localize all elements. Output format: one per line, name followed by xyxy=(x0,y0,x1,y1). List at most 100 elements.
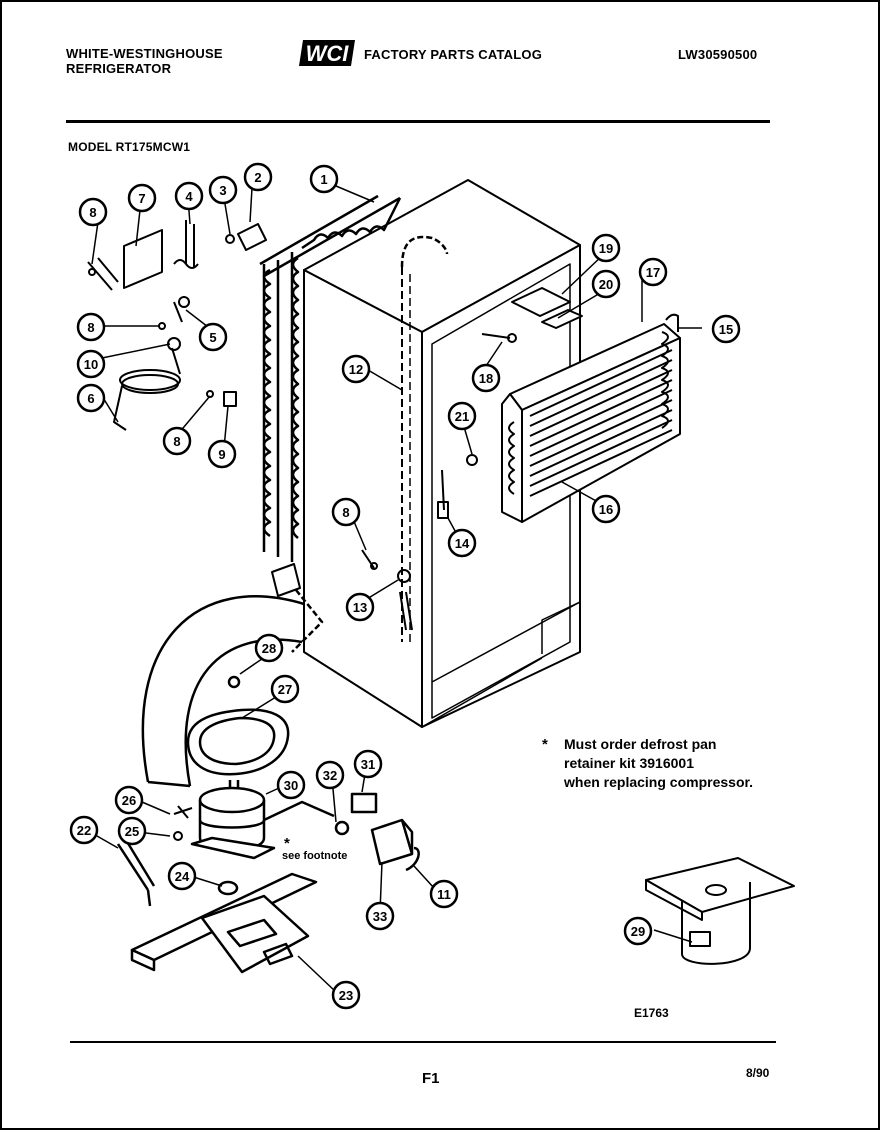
callout-25: 25 xyxy=(117,816,147,846)
callout-8c: 8 xyxy=(162,426,192,456)
page-number: F1 xyxy=(422,1070,440,1087)
svg-text:32: 32 xyxy=(323,768,337,783)
callout-14: 14 xyxy=(447,528,477,558)
drain-trough xyxy=(511,287,583,329)
callout-7: 7 xyxy=(127,183,157,213)
wci-logo: WCI xyxy=(299,40,355,66)
svg-text:1: 1 xyxy=(320,172,327,187)
svg-text:25: 25 xyxy=(125,824,139,839)
svg-text:18: 18 xyxy=(479,371,493,386)
callouts: 1 2 3 4 5 6 7 8 8 8 8 9 10 11 12 13 15 1… xyxy=(69,162,741,1010)
callout-8b: 8 xyxy=(76,312,106,342)
catalog-code: LW30590500 xyxy=(678,47,758,62)
callout-20: 20 xyxy=(591,269,621,299)
svg-text:23: 23 xyxy=(339,988,353,1003)
svg-text:26: 26 xyxy=(122,793,136,808)
relay-parts xyxy=(334,792,420,872)
callout-9: 9 xyxy=(207,439,237,469)
brand-header: WHITE-WESTINGHOUSE REFRIGERATOR xyxy=(66,46,223,76)
callout-11: 11 xyxy=(429,879,459,909)
catalog-title: FACTORY PARTS CATALOG xyxy=(364,47,543,62)
callout-1: 1 xyxy=(309,164,339,194)
callout-16: 16 xyxy=(591,494,621,524)
diagram-reference: E1763 xyxy=(634,1006,669,1020)
see-footnote-label: * see footnote xyxy=(282,835,347,862)
svg-text:9: 9 xyxy=(218,447,225,462)
svg-text:7: 7 xyxy=(138,191,145,206)
revision-date: 8/90 xyxy=(746,1066,770,1080)
svg-text:33: 33 xyxy=(373,909,387,924)
callout-23: 23 xyxy=(331,980,361,1010)
note-star: * xyxy=(542,736,548,753)
callout-21: 21 xyxy=(447,401,477,431)
svg-text:6: 6 xyxy=(87,391,94,406)
brand-line-1: WHITE-WESTINGHOUSE xyxy=(66,46,223,61)
grommet-parts xyxy=(173,805,193,841)
callout-4: 4 xyxy=(174,181,204,211)
callout-8d: 8 xyxy=(331,497,361,527)
svg-text:8: 8 xyxy=(89,205,96,220)
condenser-coil xyxy=(259,194,402,562)
header-rule xyxy=(66,120,770,123)
footnote-star: * xyxy=(284,835,290,852)
footer-rule xyxy=(70,1041,776,1043)
model-label: MODEL RT175MCW1 xyxy=(68,140,191,154)
callout-13: 13 xyxy=(345,592,375,622)
drain-tube xyxy=(400,235,449,268)
logo-text: WCI xyxy=(306,41,350,66)
defrost-pan xyxy=(186,675,290,776)
top-left-parts xyxy=(87,220,267,291)
callout-26: 26 xyxy=(114,785,144,815)
callout-15: 15 xyxy=(711,314,741,344)
callout-17: 17 xyxy=(638,257,668,287)
compressor-note: * Must order defrost pan retainer kit 39… xyxy=(542,735,753,792)
brand-line-2: REFRIGERATOR xyxy=(66,61,172,76)
note-line-1: Must order defrost pan xyxy=(564,736,717,752)
svg-text:14: 14 xyxy=(455,536,470,551)
svg-text:27: 27 xyxy=(278,682,292,697)
svg-text:21: 21 xyxy=(455,409,469,424)
svg-text:8: 8 xyxy=(87,320,94,335)
callout-22: 22 xyxy=(69,815,99,845)
callout-32: 32 xyxy=(315,760,345,790)
callout-19: 19 xyxy=(591,233,621,263)
svg-text:22: 22 xyxy=(77,823,91,838)
svg-text:2: 2 xyxy=(254,170,261,185)
compressor xyxy=(190,780,335,896)
note-line-3: when replacing compressor. xyxy=(564,774,754,790)
svg-text:4: 4 xyxy=(185,189,193,204)
callout-24: 24 xyxy=(167,861,197,891)
svg-text:12: 12 xyxy=(349,362,363,377)
callout-5: 5 xyxy=(198,322,228,352)
inset-compressor xyxy=(645,857,795,965)
svg-text:31: 31 xyxy=(361,757,375,772)
callout-31: 31 xyxy=(353,749,383,779)
callout-33: 33 xyxy=(365,901,395,931)
callout-10: 10 xyxy=(76,349,106,379)
svg-text:3: 3 xyxy=(219,183,226,198)
callout-12: 12 xyxy=(341,354,371,384)
callout-6: 6 xyxy=(76,383,106,413)
svg-text:8: 8 xyxy=(342,505,349,520)
svg-text:19: 19 xyxy=(599,241,613,256)
callout-27: 27 xyxy=(270,674,300,704)
callout-3: 3 xyxy=(208,175,238,205)
callout-29: 29 xyxy=(623,916,653,946)
svg-text:24: 24 xyxy=(175,869,190,884)
callout-18: 18 xyxy=(471,363,501,393)
callout-2: 2 xyxy=(243,162,273,192)
svg-text:29: 29 xyxy=(631,924,645,939)
cabinet-small-parts xyxy=(271,333,517,631)
filter-drier xyxy=(116,839,156,907)
svg-text:13: 13 xyxy=(353,600,367,615)
wiring-harness xyxy=(113,296,237,431)
callout-30: 30 xyxy=(276,770,306,800)
svg-text:30: 30 xyxy=(284,778,298,793)
evaporator xyxy=(501,313,681,523)
svg-text:10: 10 xyxy=(84,357,98,372)
svg-text:20: 20 xyxy=(599,277,613,292)
compressor-base xyxy=(130,872,318,974)
svg-text:15: 15 xyxy=(719,322,733,337)
